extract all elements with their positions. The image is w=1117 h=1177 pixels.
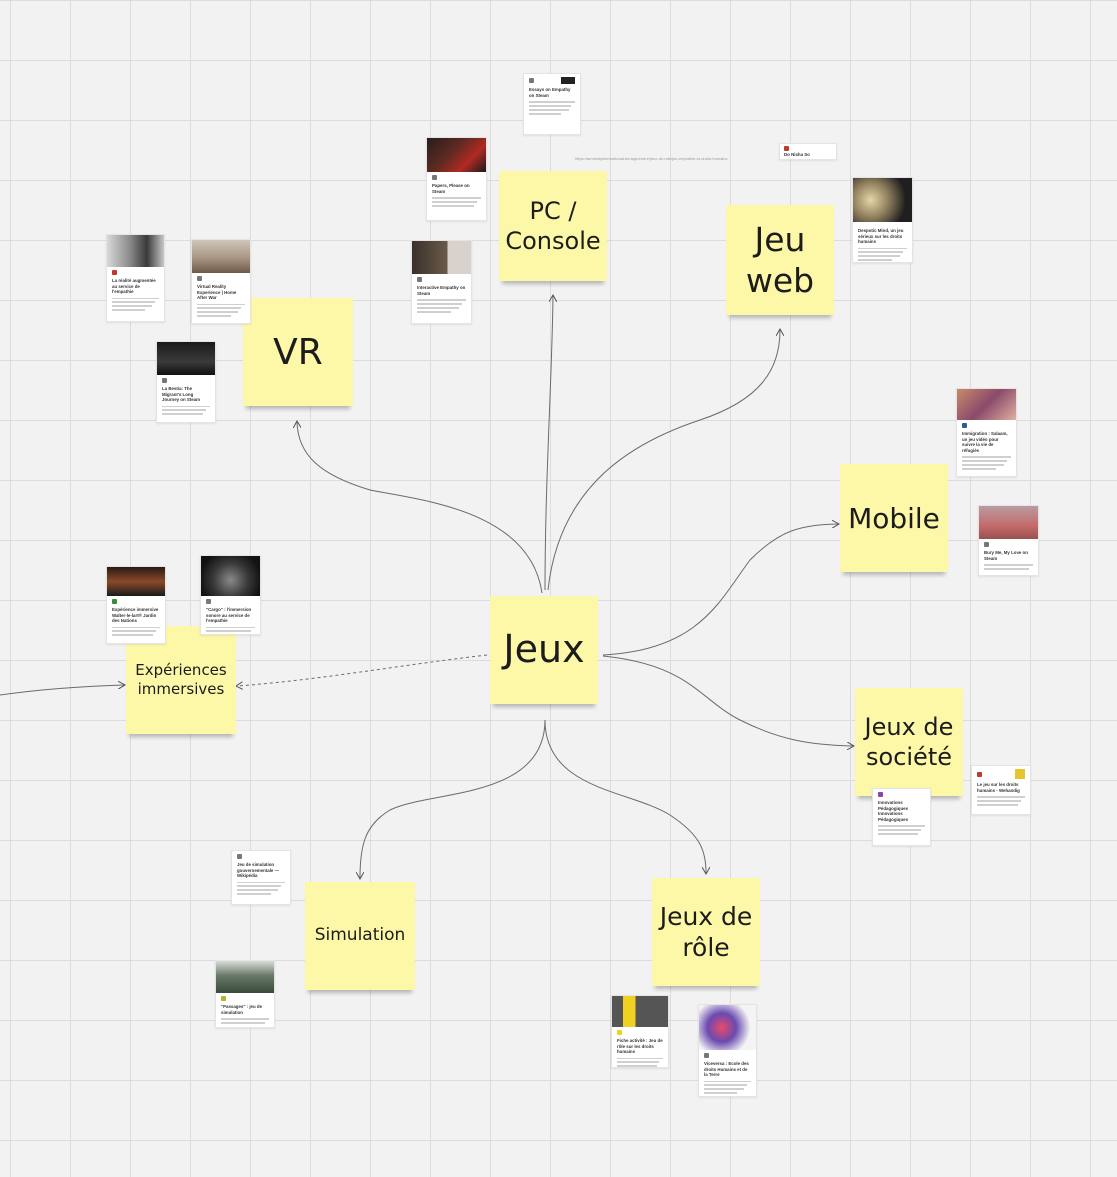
card-title: La réalité augmentée au service de l'emp… [112, 278, 156, 294]
sticky-simulation[interactable]: Simulation [305, 882, 415, 990]
card-thumbnail [216, 961, 274, 993]
card-title: "Passages" : jeu de simulation [221, 1004, 263, 1015]
card-thumbnail [427, 138, 486, 172]
link-card-do-nisha-so[interactable]: Do Nisha So [779, 143, 837, 160]
card-thumbnail [853, 178, 912, 222]
sticky-simulation-label: Simulation [314, 925, 406, 946]
sticky-jeux-label: Jeux [503, 627, 585, 672]
site-icon [704, 1053, 709, 1058]
sticky-jeux-de-societe[interactable]: Jeux de société [855, 688, 963, 796]
sticky-jeux-de-role[interactable]: Jeux de rôle [652, 878, 760, 986]
card-title: Virtual Reality Experience | Home After … [197, 284, 237, 300]
link-card-bury-me[interactable]: Bury Me, My Love on Steam [978, 505, 1039, 576]
steam-icon [417, 277, 422, 282]
link-card-essays[interactable]: Essays on Empathy on Steam [523, 73, 581, 135]
card-title: Jeu de simulation gouvernementale — Wiki… [237, 862, 279, 878]
site-icon [197, 276, 202, 281]
connector-jeux-role [544, 719, 706, 873]
sticky-pc-console-label: PC / Console [505, 197, 601, 255]
link-card-interactive-empathy[interactable]: Interactive Empathy on Steam [411, 240, 472, 324]
sticky-jeux-de-societe-label: Jeux de société [864, 713, 954, 771]
card-title: Bury Me, My Love on Steam [984, 550, 1028, 561]
sticky-experiences-immersives[interactable]: Expériences immersives [126, 626, 236, 734]
sticky-mobile-label: Mobile [848, 501, 940, 535]
card-title: Immigration : Salaam, un jeu vidéo pour … [962, 431, 1008, 453]
wikipedia-icon [237, 854, 242, 859]
sticky-jeu-web[interactable]: Jeu web [726, 205, 834, 315]
connector-jeux-web [547, 330, 780, 591]
link-card-despotic-mind[interactable]: Despotic Mind, un jeu sérieux sur les dr… [852, 177, 913, 263]
card-title: Le jeu sur les droits humains - Wehandig [977, 782, 1020, 793]
connector-jeux-simulation [360, 719, 546, 878]
link-card-walter[interactable]: Expérience immersive Walter-le-lart® Jar… [106, 566, 166, 644]
card-title: Papers, Please on Steam [432, 183, 470, 194]
card-thumbnail [699, 1005, 756, 1050]
connector-jeux-immersive [237, 654, 488, 686]
site-icon [878, 792, 883, 797]
link-card-viceversa[interactable]: Viceversa : Ecole des droits Humains et … [698, 1004, 757, 1097]
card-title: Viceversa : Ecole des droits Humains et … [704, 1061, 749, 1077]
sticky-jeux[interactable]: Jeux [490, 596, 598, 704]
connector-jeux-mobile [602, 524, 838, 656]
card-title: Fiche activité : Jeu de rôle sur les dro… [617, 1038, 663, 1054]
card-thumbnail [192, 240, 250, 273]
link-card-fiche-activite[interactable]: Fiche activité : Jeu de rôle sur les dro… [611, 995, 669, 1068]
site-icon [112, 270, 117, 275]
site-icon [221, 996, 226, 1001]
steam-icon [162, 378, 167, 383]
card-title: Expérience immersive Walter-le-lart® Jar… [112, 607, 159, 623]
link-card-realite-augmentee[interactable]: La réalité augmentée au service de l'emp… [106, 234, 165, 322]
card-title: Despotic Mind, un jeu sérieux sur les dr… [858, 228, 904, 244]
site-icon [206, 599, 211, 604]
card-thumbnail [107, 567, 165, 596]
card-thumbnail [412, 241, 471, 274]
steam-icon [529, 78, 534, 83]
connector-jeux-societe [602, 655, 853, 746]
link-card-papers-please[interactable]: Papers, Please on Steam [426, 137, 487, 221]
card-title: La Bestia: The Migrant's Long Journey on… [162, 386, 201, 402]
sticky-jeu-web-label: Jeu web [745, 219, 815, 300]
connector-jeux-pc [544, 296, 553, 591]
card-thumbnail [201, 556, 260, 596]
site-icon [962, 423, 967, 428]
sticky-mobile[interactable]: Mobile [840, 464, 948, 572]
connector-jeux-vr [297, 422, 543, 594]
site-icon [112, 599, 117, 604]
sticky-vr[interactable]: VR [243, 298, 353, 406]
sticky-vr-label: VR [273, 331, 323, 373]
sticky-jeux-de-role-label: Jeux de rôle [659, 901, 753, 962]
card-thumbnail [107, 235, 164, 267]
amnesty-icon [617, 1030, 622, 1035]
site-icon [784, 146, 789, 151]
card-thumbnail [979, 506, 1038, 539]
card-title: Innovations Pédagogiques Innovations Péd… [878, 800, 909, 822]
link-card-jeu-droits[interactable]: Le jeu sur les droits humains - Wehandig [971, 765, 1031, 815]
link-card-la-bestia[interactable]: La Bestia: The Migrant's Long Journey on… [156, 341, 216, 423]
card-title: "Cargo" : l'immersion sonore au service … [206, 607, 252, 623]
card-thumbnail [157, 342, 215, 375]
link-card-innovations[interactable]: Innovations Pédagogiques Innovations Péd… [872, 788, 931, 846]
link-card-simulation-wiki[interactable]: Jeu de simulation gouvernementale — Wiki… [231, 850, 291, 905]
link-card-immigration-salaam[interactable]: Immigration : Salaam, un jeu vidéo pour … [956, 388, 1017, 477]
connector-left-immersive [0, 685, 124, 696]
card-thumbnail [612, 996, 668, 1027]
card-title: Do Nisha So [784, 152, 810, 157]
card-title: Interactive Empathy on Steam [417, 285, 466, 296]
link-card-passages[interactable]: "Passages" : jeu de simulation [215, 960, 275, 1028]
steam-icon [984, 542, 989, 547]
card-thumbnail [957, 389, 1016, 420]
sticky-experiences-immersives-label: Expériences immersives [135, 661, 227, 698]
site-icon [977, 771, 982, 777]
steam-icon [432, 175, 437, 180]
sticky-pc-console[interactable]: PC / Console [499, 171, 607, 281]
url-note: https://amnestyinternational.be/apprendr… [575, 156, 728, 161]
link-card-virtual-reality[interactable]: Virtual Reality Experience | Home After … [191, 239, 251, 324]
link-card-cargo[interactable]: "Cargo" : l'immersion sonore au service … [200, 555, 261, 635]
card-title: Essays on Empathy on Steam [529, 87, 571, 98]
